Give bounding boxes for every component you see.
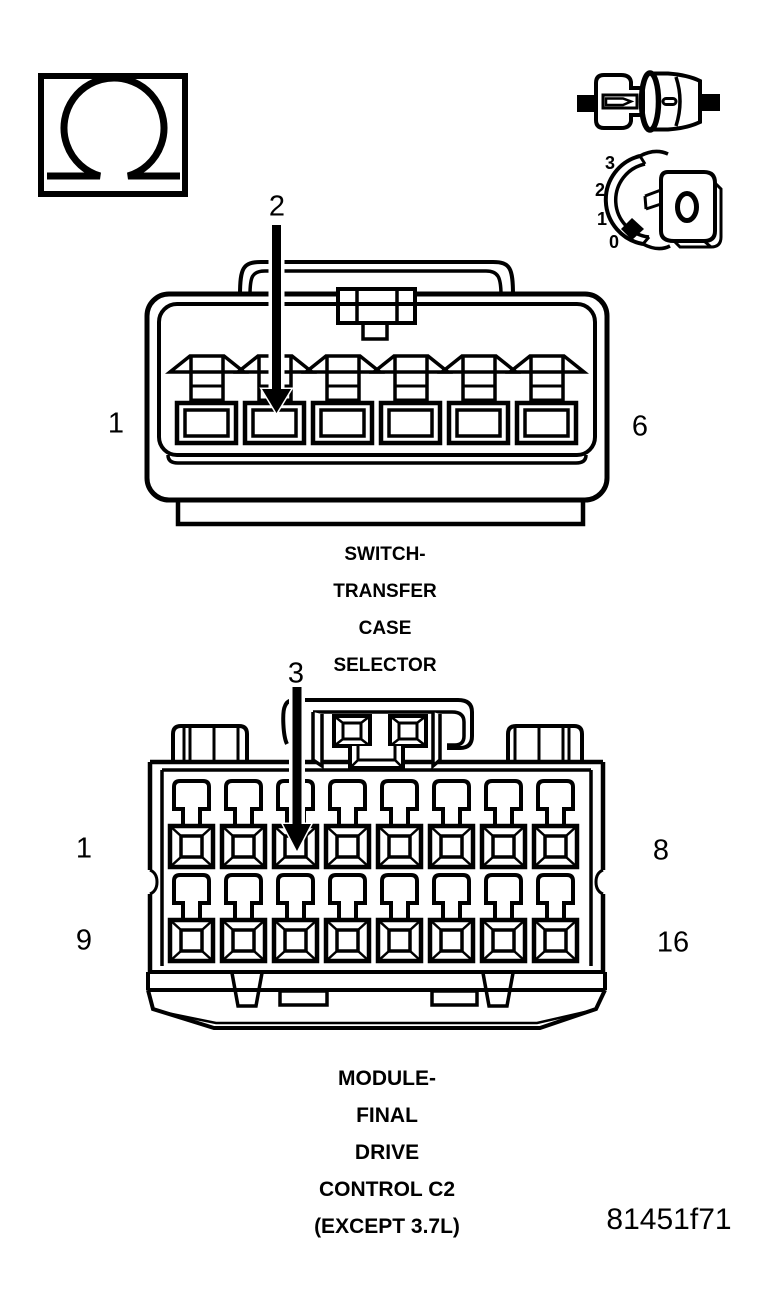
caption-line: MODULE-	[338, 1067, 436, 1090]
pin2-callout-arrow	[259, 225, 294, 416]
upper-pin	[442, 356, 516, 443]
caption-line: CONTROL C2	[318, 1178, 456, 1201]
lower-pin-tab	[536, 873, 575, 922]
upper-first-pin-label: 1	[107, 407, 125, 440]
upper-highlighted-pin-label: 2	[268, 190, 286, 223]
lower-pin-cavity	[326, 826, 369, 867]
caption-line: SELECTOR	[333, 655, 437, 676]
lower-pin-tab	[432, 873, 471, 922]
lower-pin-cavity	[482, 826, 525, 867]
lower-pin-tab	[224, 779, 263, 828]
caption-line: SWITCH-	[344, 544, 426, 565]
figure-code: 81451f71	[606, 1203, 732, 1236]
lower-pin-cavity	[482, 920, 525, 961]
lower-connector-row1-pins	[170, 779, 577, 867]
upper-pin	[306, 356, 380, 443]
lower-pin-tab	[328, 779, 367, 828]
lower-pin-tab	[484, 873, 523, 922]
disconnected-connector-icon	[577, 70, 720, 133]
lower-connector-latch	[311, 712, 442, 770]
upper-pin	[510, 356, 584, 443]
upper-last-pin-label: 6	[631, 410, 649, 443]
ignition-key-icon	[603, 149, 723, 251]
lower-pin-tab	[224, 873, 263, 922]
lower-row2-last-pin-label: 16	[656, 926, 690, 959]
lower-pin-cavity	[170, 920, 213, 961]
lower-pin-tab	[328, 873, 367, 922]
lower-connector-row2-pins	[170, 873, 577, 961]
upper-pin	[170, 356, 244, 443]
key-position-1: 1	[596, 209, 608, 229]
lower-pin-cavity	[170, 826, 213, 867]
lower-pin-tab	[432, 779, 471, 828]
lower-pin-tab	[380, 779, 419, 828]
lower-pin-cavity	[274, 920, 317, 961]
lower-pin-cavity	[534, 920, 577, 961]
lower-pin-tab	[276, 873, 315, 922]
upper-connector-pins	[170, 356, 584, 443]
upper-connector-caption: SWITCH- TRANSFER CASE SELECTOR	[215, 536, 555, 684]
caption-line: CASE	[358, 618, 412, 639]
lower-connector-drawing	[146, 687, 607, 1030]
upper-connector-latch	[336, 287, 417, 341]
lower-pin-cavity	[378, 826, 421, 867]
lower-connector-left-ear	[171, 724, 249, 762]
lower-pin-tab	[536, 779, 575, 828]
lower-pin-cavity	[430, 920, 473, 961]
key-position-3: 3	[604, 153, 616, 173]
lower-connector-right-ear	[506, 724, 584, 762]
lower-row2-first-pin-label: 9	[75, 924, 93, 957]
caption-line: (EXCEPT 3.7L)	[314, 1215, 460, 1238]
upper-connector-drawing	[144, 225, 610, 527]
lower-highlighted-pin-label: 3	[287, 657, 305, 690]
lower-pin-tab	[172, 873, 211, 922]
lower-pin-cavity	[222, 920, 265, 961]
lower-connector-caption: MODULE- FINAL DRIVE CONTROL C2 (EXCEPT 3…	[217, 1060, 557, 1245]
key-position-0: 0	[608, 232, 620, 252]
caption-line: TRANSFER	[333, 581, 437, 602]
pin3-callout-arrow	[280, 687, 314, 855]
caption-line: DRIVE	[354, 1141, 420, 1164]
ohmmeter-icon	[38, 73, 188, 197]
lower-row1-last-pin-label: 8	[652, 834, 670, 867]
lower-row1-first-pin-label: 1	[75, 832, 93, 865]
key-position-2: 2	[594, 180, 606, 200]
lower-pin-tab	[484, 779, 523, 828]
caption-line: FINAL	[356, 1104, 418, 1127]
upper-pin	[374, 356, 448, 443]
lower-pin-cavity	[534, 826, 577, 867]
lower-pin-tab	[172, 779, 211, 828]
lower-pin-cavity	[326, 920, 369, 961]
lower-pin-cavity	[430, 826, 473, 867]
lower-pin-cavity	[378, 920, 421, 961]
lower-pin-cavity	[222, 826, 265, 867]
lower-pin-tab	[380, 873, 419, 922]
lower-connector-base	[146, 970, 607, 1030]
